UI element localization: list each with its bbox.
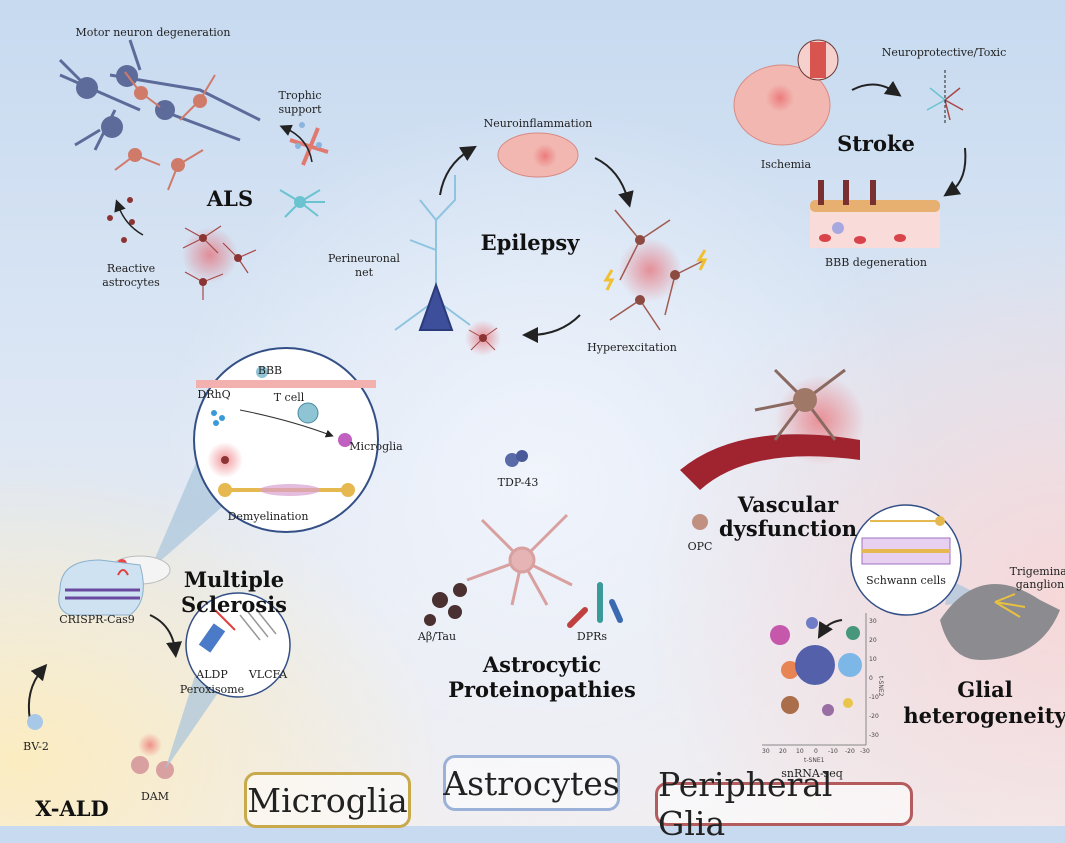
ischemic-brain <box>733 39 839 146</box>
tsne-x-tick: -10 <box>828 748 838 755</box>
dpr-chains <box>567 582 623 628</box>
label-reactive: Reactive <box>106 262 156 275</box>
tsne-plot <box>762 613 867 746</box>
central-astrocyte <box>466 513 573 606</box>
rat-head <box>940 584 1060 660</box>
title-dysfunction: dysfunction <box>718 516 858 541</box>
label-aldp: ALDP <box>196 668 228 681</box>
neuroprotective-toxic-astrocyte <box>926 70 964 125</box>
illustration-layer <box>27 39 1060 779</box>
title-multiple: Multiple <box>183 567 285 592</box>
label-astrocytes: astrocytes <box>102 276 160 289</box>
xald-arrow <box>27 663 48 721</box>
label-tdp-43: TDP-43 <box>497 476 539 489</box>
title-heterogeneity: heterogeneity <box>903 703 1065 728</box>
dam-cells <box>131 733 174 779</box>
tsne-x-tick: -30 <box>860 748 870 755</box>
title-stroke: Stroke <box>837 131 915 156</box>
label-neuroinflammation: Neuroinflammation <box>483 117 593 130</box>
title-epilepsy: Epilepsy <box>480 230 580 255</box>
label-motor-neuron-degeneration: Motor neuron degeneration <box>75 26 231 39</box>
label-net: net <box>354 266 374 279</box>
astrocyte-small <box>465 320 501 356</box>
title-sclerosis: Sclerosis <box>181 592 287 617</box>
label-bbb-degeneration: BBB degeneration <box>825 256 927 269</box>
label-opc: OPC <box>687 540 713 553</box>
tdp43-aggregate <box>505 450 528 467</box>
label-dprs: DPRs <box>576 630 608 643</box>
label-support: support <box>278 103 322 116</box>
label-perineuronal: Perineuronal <box>328 252 400 265</box>
label-ischemia: Ischemia <box>760 158 812 171</box>
perineuronal-net-neuron <box>394 175 471 331</box>
hyperexcitation-neurons <box>603 209 708 331</box>
brain-icon <box>497 132 579 178</box>
label-vlcfa: VLCFA <box>248 668 288 681</box>
motor-neuron-cluster <box>58 39 261 191</box>
tsne-y-tick: 10 <box>869 656 877 663</box>
category-astrocytes: Astrocytes <box>443 755 620 811</box>
label-schwann-cells: Schwann cells <box>866 574 946 587</box>
label-crispr-cas9: CRISPR-Cas9 <box>59 613 135 626</box>
bbb-degeneration <box>810 180 940 248</box>
label-trophic: Trophic <box>278 89 322 102</box>
trophic-support-icon <box>279 122 329 166</box>
tsne-y-tick: 20 <box>869 637 877 644</box>
label-bv-2: BV-2 <box>23 740 49 753</box>
epilepsy-cycle-arrows <box>439 145 634 343</box>
peroxisome-inset <box>165 592 291 770</box>
astrocyte-cyan <box>279 189 325 218</box>
tsne-y-tick: -30 <box>869 732 879 739</box>
label-t-cell: T cell <box>273 391 305 404</box>
reactive-astrocytes <box>107 197 257 300</box>
tsne-y-tick: 30 <box>869 618 877 625</box>
title-glial: Glial <box>957 677 1013 702</box>
ms-inset <box>150 347 379 570</box>
tsne-y-tick: -10 <box>869 694 879 701</box>
category-peripheral-glia: Peripheral Glia <box>655 765 913 843</box>
title-als: ALS <box>206 186 254 211</box>
vascular-dysfunction-art <box>680 368 865 530</box>
bv2-cell <box>27 714 43 730</box>
tsne-x-axis-label: t-SNE1 <box>804 757 825 764</box>
xald-arrow-2 <box>149 614 182 658</box>
label-snrna-seq: snRNA-seq <box>781 767 843 780</box>
tsne-x-tick: 30 <box>762 748 770 755</box>
stroke-arrow-2 <box>943 147 967 197</box>
label-demyelination: Demyelination <box>227 510 309 523</box>
tsne-x-tick: -20 <box>845 748 855 755</box>
tsne-x-tick: 0 <box>814 748 818 755</box>
label-microglia: Microglia <box>349 440 403 453</box>
label-peroxisome: Peroxisome <box>179 683 245 696</box>
category-microglia: Microglia <box>244 772 411 828</box>
title-astrocytic: Astrocytic <box>482 652 602 677</box>
label-ganglion: ganglion <box>1015 578 1065 591</box>
tsne-x-tick: 20 <box>779 748 787 755</box>
label-hyperexcitation: Hyperexcitation <box>587 341 677 354</box>
schwann-arrow <box>817 619 843 639</box>
tsne-x-tick: 10 <box>796 748 804 755</box>
crispr-cas9-art <box>58 559 144 616</box>
title-x-ald: X-ALD <box>35 796 109 821</box>
label-trigeminal: Trigeminal <box>1009 565 1065 578</box>
abeta-tau-plaques <box>424 583 467 626</box>
tsne-y-tick: 0 <box>869 675 873 682</box>
stroke-arrow <box>851 80 902 97</box>
title-proteinopathies: Proteinopathies <box>448 677 636 702</box>
label-dam: DAM <box>140 790 170 803</box>
label-drhq: DRhQ <box>197 388 231 401</box>
label-neuroprotective-toxic: Neuroprotective/Toxic <box>881 46 1007 59</box>
title-vascular: Vascular <box>737 492 839 517</box>
tsne-y-tick: -20 <box>869 713 879 720</box>
label-bbb: BBB <box>257 364 283 377</box>
label-abeta-tau: Aβ/Tau <box>417 630 457 643</box>
